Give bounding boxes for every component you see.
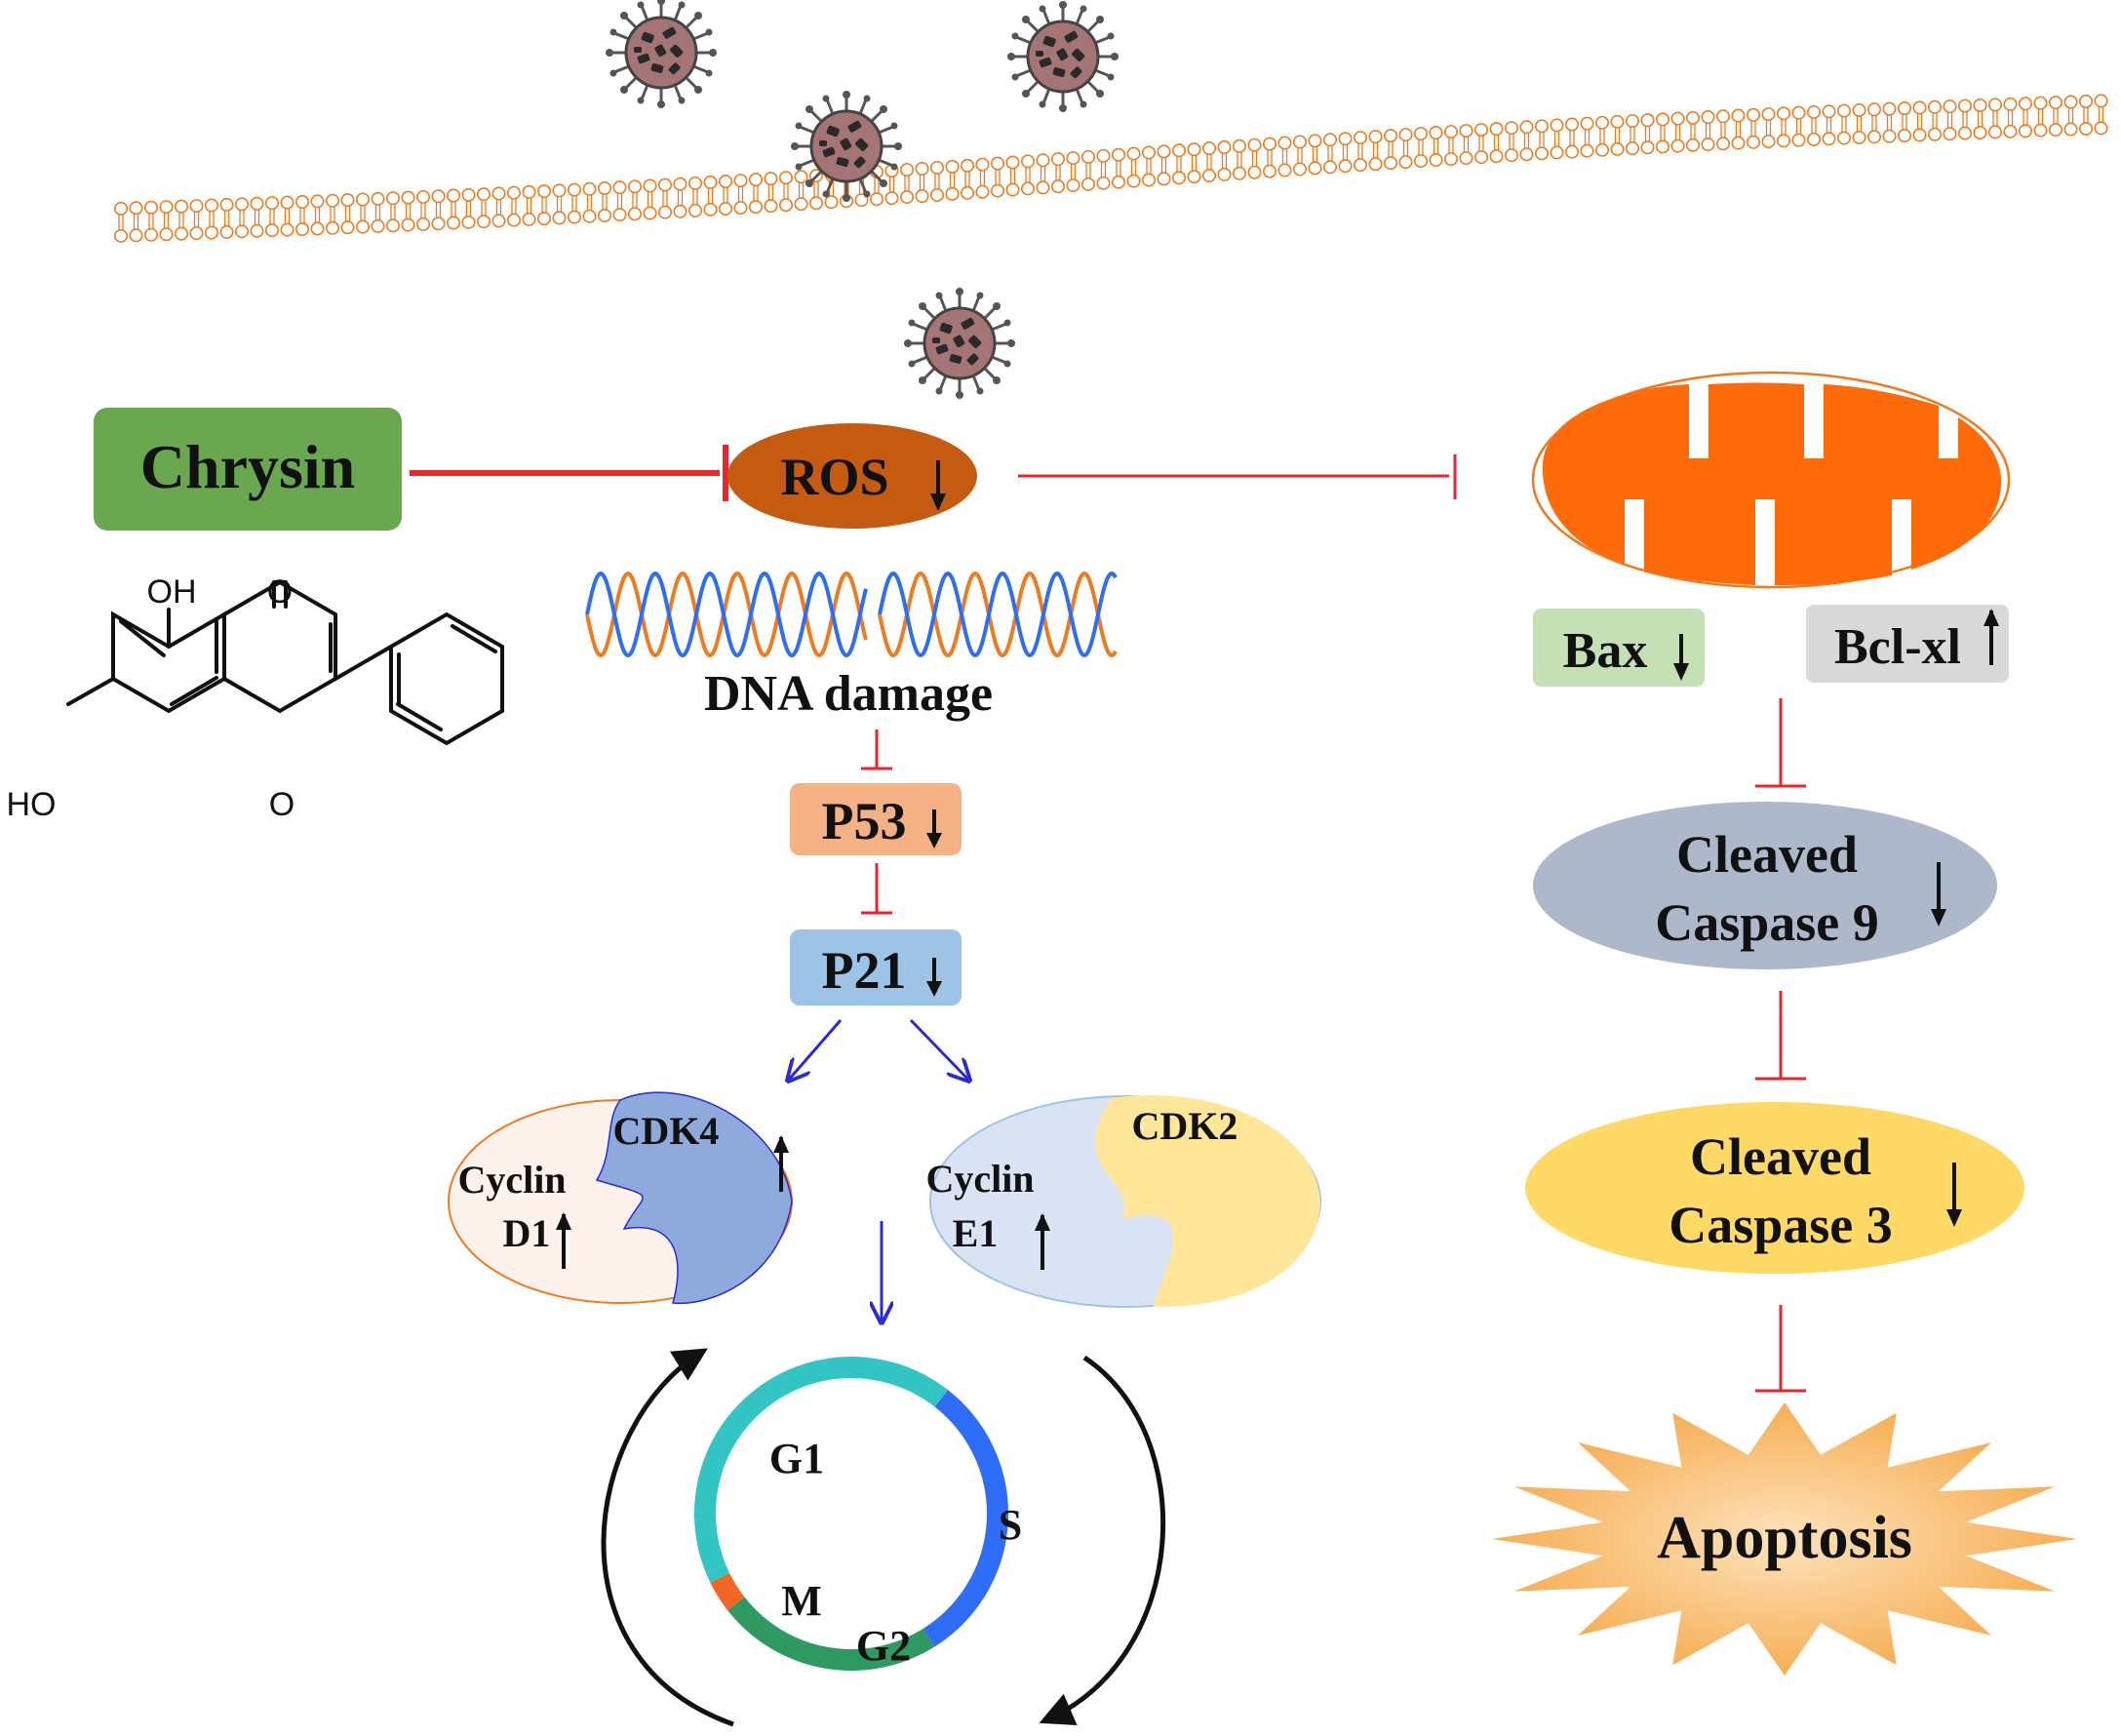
s-label: S [999, 1501, 1022, 1549]
virus-icon [604, 0, 719, 110]
p53-inhibits-p21 [861, 863, 892, 915]
caspase9-line2: Caspase 9 [1655, 893, 1879, 952]
mitochondrion-icon [1531, 371, 2011, 589]
down-arrow-icon [1931, 862, 1946, 927]
down-arrow-icon [1946, 1163, 1962, 1227]
caspase9-line1: Cleaved [1676, 825, 1858, 884]
p21-to-cdk-arrows [788, 1018, 969, 1081]
oxo-label: O [267, 573, 293, 611]
p21-label: P21 [822, 941, 907, 1000]
caspase9-inhibits-caspase3 [1755, 991, 1806, 1081]
cleaved-caspase3-node: Cleaved Caspase 3 [1525, 1102, 2024, 1274]
g2-label: G2 [856, 1622, 911, 1670]
cyclin-e1-line1: Cyclin [925, 1157, 1034, 1201]
bax-node: Bax [1533, 609, 1705, 687]
caspase3-line2: Caspase 3 [1669, 1196, 1893, 1254]
virus-icon [902, 286, 1017, 401]
apoptosis-node: Apoptosis [1492, 1402, 2077, 1676]
virus-icon [1005, 0, 1120, 114]
ros-label: ROS [780, 448, 888, 506]
up-arrow-icon [556, 1212, 571, 1269]
cdk2-cyclin-e1-complex: CDK2 Cyclin E1 [925, 1095, 1321, 1308]
up-arrow-icon [1984, 609, 1999, 665]
caspase3-line1: Cleaved [1690, 1127, 1871, 1186]
down-arrow-icon [926, 809, 942, 848]
cdk4-cyclin-d1-complex: CDK4 Cyclin D1 [448, 1091, 793, 1305]
down-arrow-icon [926, 958, 942, 997]
ho-left-label: HO [7, 786, 57, 823]
dna-damage-label: DNA damage [704, 666, 993, 722]
p53-node: P53 [790, 783, 962, 855]
dna-inhibits-p53 [861, 730, 892, 770]
cell-membrane [114, 94, 2108, 243]
chrysin-inhibits-ros [410, 445, 728, 501]
cleaved-caspase9-node: Cleaved Caspase 9 [1533, 802, 1997, 969]
chrysin-structure [66, 579, 504, 746]
cdk2-label: CDK2 [1132, 1104, 1238, 1148]
virus-icon [789, 89, 904, 204]
cyclin-e1-line2: E1 [953, 1211, 999, 1255]
chrysin-structure-labels: OH O HO O [7, 573, 295, 823]
apoptosis-burst [1492, 1402, 2077, 1676]
caspase3-inhibits-apoptosis [1755, 1305, 1806, 1393]
p21-node: P21 [790, 929, 962, 1006]
chrysin-node: Chrysin [94, 408, 402, 531]
up-arrow-icon [773, 1135, 789, 1192]
apoptosis-label: Apoptosis [1657, 1505, 1912, 1571]
ros-inhibits-mitochondria [1018, 454, 1457, 499]
up-arrow-icon [1035, 1213, 1050, 1270]
bcl-xl-node: Bcl-xl [1806, 605, 2009, 683]
m-label: M [781, 1577, 822, 1625]
cdk4-label: CDK4 [613, 1109, 720, 1153]
bcl-xl-label: Bcl-xl [1834, 619, 1961, 675]
down-arrow-icon [1673, 634, 1689, 681]
cell-cycle-ring [694, 1357, 1008, 1671]
p53-label: P53 [822, 792, 907, 850]
ring-o-label: O [269, 786, 295, 823]
cycle-arc-right [1039, 1355, 1166, 1725]
chrysin-label: Chrysin [140, 432, 356, 501]
mito-inhibits-caspase9 [1755, 698, 1806, 788]
g1-label: G1 [769, 1435, 824, 1482]
down-arrow-icon [930, 460, 946, 511]
oh-top-label: OH [147, 573, 197, 611]
bax-label: Bax [1563, 623, 1648, 679]
dna-helix [585, 571, 1118, 658]
ros-node: ROS [727, 423, 977, 529]
cycle-arc-left [601, 1348, 734, 1727]
cyclin-d1-line2: D1 [503, 1211, 551, 1255]
cyclin-d1-line1: Cyclin [457, 1158, 566, 1202]
